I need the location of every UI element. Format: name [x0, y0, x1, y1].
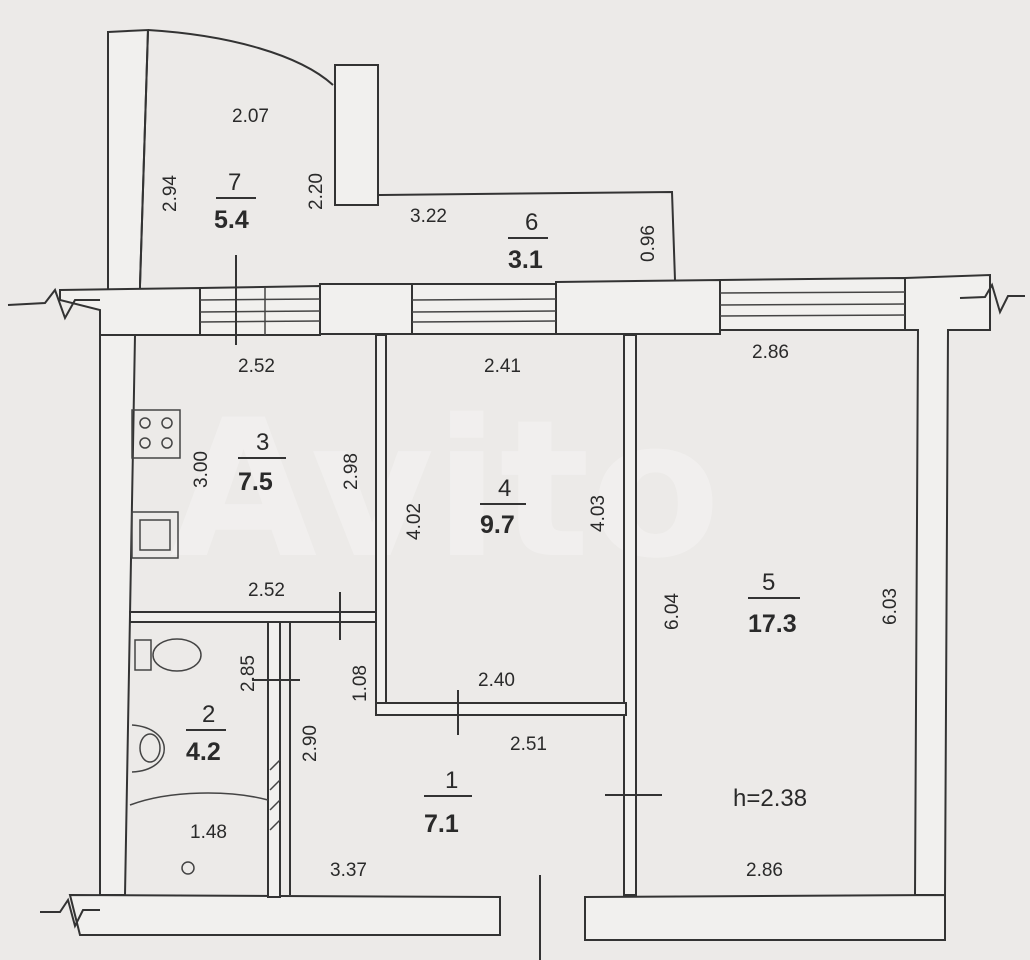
dim-r4-left: 4.02 [404, 503, 425, 540]
dim-r4-right: 4.03 [588, 495, 609, 532]
washbasin-icon [131, 724, 165, 773]
dim-r2-bottom: 1.48 [190, 822, 227, 843]
dim-r5-left: 6.04 [662, 593, 683, 630]
dim-r3-right: 2.98 [341, 453, 362, 490]
room-2-area: 4.2 [186, 738, 221, 766]
room-1-number: 1 [445, 767, 458, 794]
dim-r3-left: 3.00 [191, 451, 212, 488]
room-5-number: 5 [762, 569, 775, 596]
room-7-area: 5.4 [214, 206, 249, 234]
room-2-number: 2 [202, 701, 215, 728]
room-6-number: 6 [525, 209, 538, 236]
stove-icon [131, 409, 181, 459]
dim-r3-top: 2.52 [238, 356, 275, 377]
dim-r5-right: 6.03 [880, 588, 901, 625]
room-6-area: 3.1 [508, 246, 543, 274]
break-marks [7, 282, 1025, 929]
dim-r7-left: 2.94 [160, 175, 181, 212]
dim-r5-bottom: 2.86 [746, 860, 783, 881]
dim-r4-bottom: 2.40 [478, 670, 515, 691]
dim-r1-left: 2.90 [300, 725, 321, 762]
dim-r1-left-upper: 1.08 [350, 665, 371, 702]
ceiling-height: h=2.38 [733, 785, 807, 812]
room-4-number: 4 [498, 475, 511, 502]
partitions [129, 334, 637, 898]
toilet-icon [134, 638, 202, 672]
room-1-area: 7.1 [424, 810, 459, 838]
dim-r6-right: 0.96 [638, 225, 659, 262]
dim-r7-top: 2.07 [232, 106, 269, 127]
facade-wall [59, 276, 906, 336]
dim-r3-bottom: 2.52 [248, 580, 285, 601]
door-marks [235, 255, 662, 960]
dim-r5-top: 2.86 [752, 342, 789, 363]
dim-r6-top: 3.22 [410, 206, 447, 227]
room-4-area: 9.7 [480, 511, 515, 539]
room-7-number: 7 [228, 169, 241, 196]
room-5-area: 17.3 [748, 610, 797, 638]
sink-icon [131, 511, 179, 559]
dim-r4-top: 2.41 [484, 356, 521, 377]
dim-r2-left: 2.85 [238, 655, 259, 692]
dim-r1-bottom: 3.37 [330, 860, 367, 881]
bathtub-icon [129, 792, 269, 875]
dim-r7-right: 2.20 [306, 173, 327, 210]
room-3-number: 3 [256, 429, 269, 456]
dim-r1-top: 2.51 [510, 734, 547, 755]
room-3-area: 7.5 [238, 468, 273, 496]
